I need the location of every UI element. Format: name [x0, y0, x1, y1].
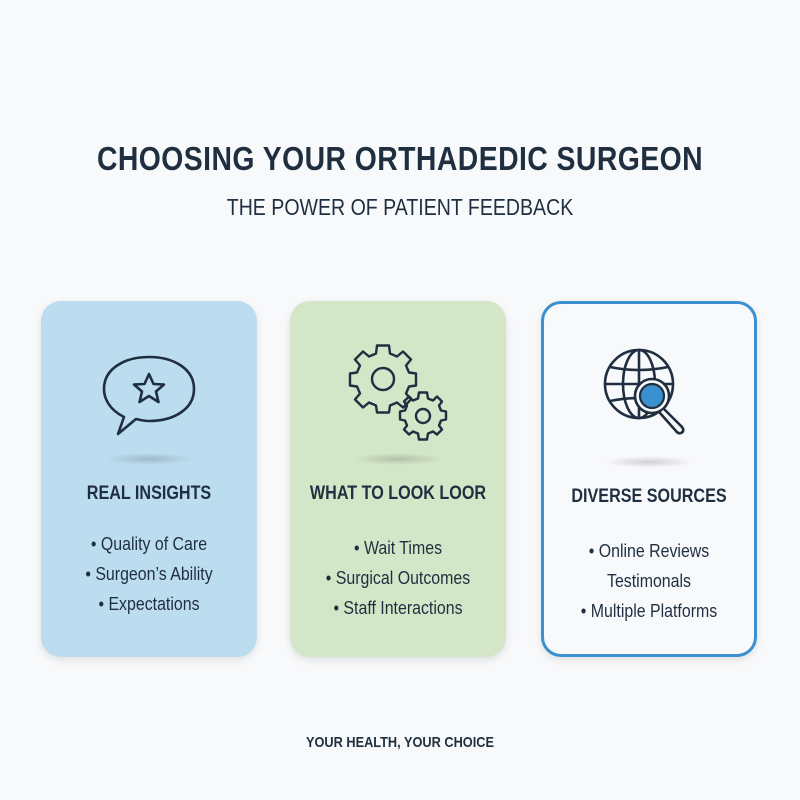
icon-shadow: [353, 453, 443, 465]
page-subtitle: THE POWER OF PATIENT FEEDBACK: [226, 194, 574, 220]
card-title: WHAT TO LOOK LOOR: [309, 483, 487, 504]
list-item: • Online Reviews: [588, 540, 710, 561]
icon-shadow: [604, 456, 694, 468]
bullet-list: • Quality of Care • Surgeon’s Ability • …: [41, 529, 257, 619]
card-title: REAL INSIGHTS: [86, 483, 212, 504]
bullet-list: • Wait Times • Surgical Outcomes • Staff…: [290, 533, 506, 623]
card-title: DIVERSE SOURCES: [571, 486, 727, 507]
gears-icon: [343, 339, 453, 449]
list-item: • Staff Interactions: [333, 597, 463, 618]
list-item: • Surgeon’s Ability: [85, 563, 213, 584]
list-item: • Multiple Platforms: [580, 600, 718, 621]
list-item: • Surgical Outcomes: [325, 567, 471, 588]
card-diverse-sources: DIVERSE SOURCES • Online Reviews Testimo…: [541, 301, 757, 657]
globe-magnifier-icon: [594, 339, 704, 449]
bullet-list: • Online Reviews Testimonals • Multiple …: [544, 536, 754, 626]
list-item: Testimonals: [606, 570, 692, 591]
list-item: • Wait Times: [353, 537, 443, 558]
list-item: • Expectations: [98, 593, 200, 614]
list-item: • Quality of Care: [90, 533, 208, 554]
card-real-insights: REAL INSIGHTS • Quality of Care • Surgeo…: [41, 301, 257, 657]
speech-bubble-star-icon: [94, 339, 204, 449]
footer-tagline: YOUR HEALTH, YOUR CHOICE: [306, 734, 494, 751]
card-what-to-look-for: WHAT TO LOOK LOOR • Wait Times • Surgica…: [290, 301, 506, 657]
page-title: CHOOSING YOUR ORTHADEDIC SURGEON: [96, 140, 704, 177]
icon-shadow: [104, 453, 194, 465]
